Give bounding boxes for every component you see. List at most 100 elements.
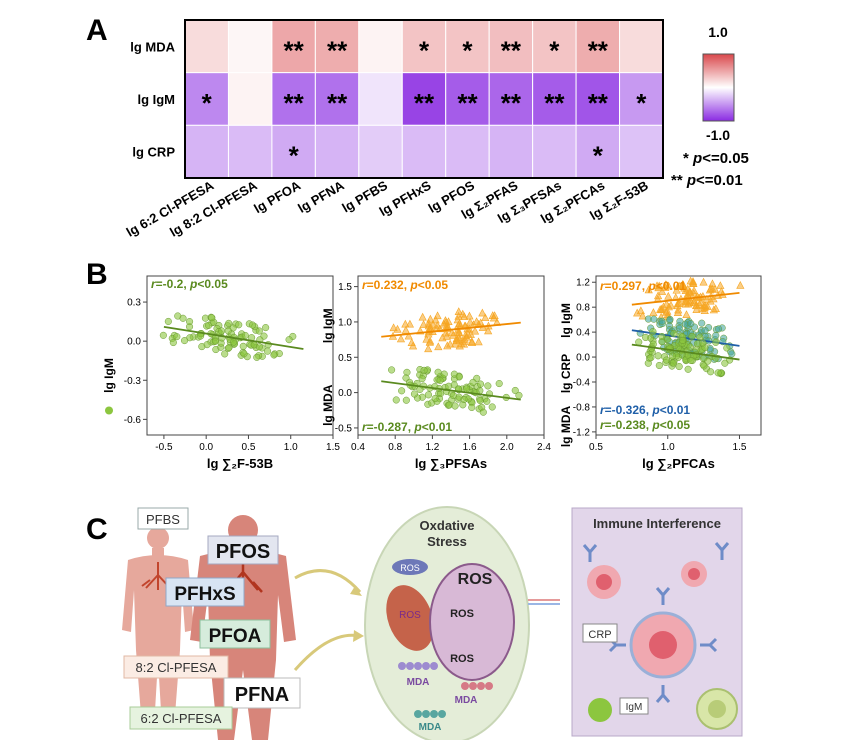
- data-point: [186, 318, 194, 326]
- heatmap-cell: [619, 72, 664, 126]
- y-tick-label: -0.5: [335, 423, 353, 434]
- data-point: [169, 338, 177, 347]
- data-point: [672, 285, 681, 294]
- svg-text:PFOA: PFOA: [209, 626, 262, 647]
- y-tick-label: 0.0: [127, 337, 141, 348]
- legend-stars: **: [671, 172, 683, 189]
- compound-pfbs: PFBS: [137, 507, 189, 530]
- data-point: [388, 366, 396, 374]
- heatmap-cell: [358, 19, 403, 74]
- heatmap-cell: [488, 72, 534, 126]
- significance-stars: *: [462, 35, 473, 65]
- y-axis-label: lg CRP: [559, 354, 573, 393]
- data-point: [248, 321, 257, 329]
- significance-stars: **: [501, 35, 522, 65]
- ros-molecule-icon: [392, 559, 428, 575]
- heatmap-cell: [184, 19, 229, 74]
- significance-stars: **: [284, 88, 305, 118]
- data-point: [434, 368, 442, 376]
- y-tick-label: 1.5: [338, 282, 352, 293]
- fit-line: [381, 321, 521, 338]
- arrow-head-icon: [350, 586, 362, 596]
- significance-stars: **: [457, 88, 478, 118]
- data-point: [434, 342, 443, 351]
- heatmap-frame: [184, 19, 664, 179]
- compound-pfos: PFOS: [207, 535, 279, 565]
- significance-stars: *: [419, 35, 430, 65]
- data-point: [425, 323, 435, 332]
- data-point: [470, 326, 480, 335]
- r-value: =-0.238,: [605, 418, 653, 432]
- y-axis-label: lg MDA: [559, 406, 573, 448]
- data-point: [728, 350, 736, 358]
- data-point: [218, 327, 226, 335]
- colorbar-max-label: 1.0: [708, 24, 728, 40]
- data-point: [408, 341, 418, 350]
- data-point: [410, 390, 418, 398]
- data-point: [692, 305, 701, 313]
- data-point: [655, 361, 663, 370]
- curved-arrow-top: [294, 569, 362, 593]
- data-point: [644, 285, 653, 294]
- significance-stars: **: [284, 35, 305, 65]
- p-symbol: p: [651, 418, 659, 432]
- data-point: [208, 314, 216, 322]
- p-value: <0.05: [418, 278, 449, 292]
- fit-line: [631, 343, 740, 361]
- fit-line: [631, 291, 740, 306]
- data-point: [715, 325, 723, 333]
- svg-text:ROS: ROS: [400, 563, 420, 573]
- data-point: [173, 333, 181, 341]
- compound-82-cl-pfesa: 8:2 Cl-PFESA: [123, 655, 229, 679]
- data-point: [241, 331, 249, 340]
- data-point: [673, 301, 682, 310]
- p-symbol: p: [409, 278, 417, 292]
- data-point: [688, 278, 698, 287]
- r-value: =-0.326,: [605, 403, 653, 417]
- heatmap-cell: [445, 124, 490, 179]
- data-point: [649, 328, 657, 336]
- data-point: [712, 331, 720, 340]
- data-point: [658, 332, 666, 341]
- data-point: [467, 337, 476, 345]
- data-point: [442, 332, 451, 340]
- r-symbol: r: [600, 279, 606, 293]
- data-point: [424, 391, 433, 399]
- significance-stars: **: [327, 35, 348, 65]
- data-point: [654, 352, 662, 360]
- data-point: [511, 386, 519, 395]
- data-point: [418, 375, 426, 383]
- y-axis-label: lg IgM: [321, 308, 335, 343]
- data-point: [488, 403, 496, 411]
- data-point: [239, 342, 247, 350]
- compound-pfoa: PFOA: [199, 619, 271, 649]
- data-point: [426, 314, 435, 323]
- data-point: [714, 369, 722, 377]
- x-tick-label: 2.4: [537, 442, 551, 453]
- data-point: [699, 277, 708, 286]
- y-tick-label: 1.0: [338, 317, 352, 328]
- plot-frame: [357, 275, 545, 436]
- r-value: =0.232,: [367, 278, 411, 292]
- legend-p: p: [693, 150, 703, 167]
- svg-text:6:2 Cl-PFESA: 6:2 Cl-PFESA: [141, 711, 222, 726]
- data-point: [198, 343, 206, 351]
- x-tick-label: 1.0: [284, 442, 298, 453]
- data-point: [398, 387, 406, 395]
- mitochondrion-icon: [386, 585, 434, 651]
- significance-stars: **: [588, 88, 609, 118]
- data-point: [686, 343, 694, 351]
- heatmap-cell: [271, 19, 316, 74]
- svg-text:MDA: MDA: [455, 695, 478, 706]
- svg-text:PFHxS: PFHxS: [174, 584, 235, 605]
- data-point: [716, 281, 725, 289]
- x-axis-label: lg ∑₃PFSAs: [415, 456, 487, 471]
- data-point: [449, 330, 458, 339]
- y-tick-label: 0.4: [576, 328, 590, 339]
- significance-stars: *: [289, 141, 300, 171]
- data-point: [657, 287, 667, 295]
- data-point: [225, 344, 233, 352]
- data-point: [706, 296, 715, 305]
- x-tick-label: -0.5: [155, 442, 173, 453]
